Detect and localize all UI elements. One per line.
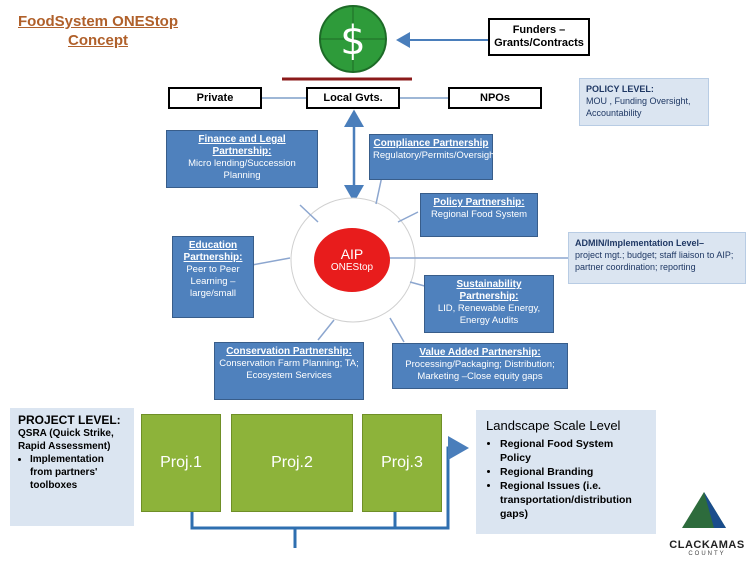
page-title: FoodSystem ONEStop Concept [18,13,179,49]
svg-text:$: $ [340,18,365,64]
sustainability-partnership-box: Sustainability Partnership:LID, Renewabl… [424,275,554,333]
landscape-item: Regional Issues (i.e. transportation/dis… [500,479,646,521]
landscape-item: Regional Branding [500,465,646,479]
project-box-2: Proj.2 [231,414,353,512]
funders-box: Funders –Grants/Contracts [488,18,590,56]
local-gvts-box: Local Gvts. [306,87,400,109]
project-box-1: Proj.1 [141,414,221,512]
project-box-3: Proj.3 [362,414,442,512]
conservation-partnership-box: Conservation Partnership:Conservation Fa… [214,342,364,400]
landscape-level-box: Landscape Scale Level Regional Food Syst… [476,410,656,534]
npos-box: NPOs [448,87,542,109]
clackamas-logo-icon: CLACKAMAS COUNTY [668,488,746,558]
education-partnership-box: Education Partnership:Peer to Peer Learn… [172,236,254,318]
dollar-icon: $ [315,4,391,74]
policy-level-box: POLICY LEVEL:MOU , Funding Oversight, Ac… [579,78,709,126]
private-box: Private [168,87,262,109]
project-level-box: PROJECT LEVEL: QSRA (Quick Strike, Rapid… [10,408,134,526]
admin-level-box: ADMIN/Implementation Level–project mgt.;… [568,232,746,284]
landscape-item: Regional Food System Policy [500,437,646,465]
policy-partnership-box: Policy Partnership:Regional Food System [420,193,538,237]
value-added-partnership-box: Value Added Partnership:Processing/Packa… [392,343,568,389]
finance-partnership-box: Finance and Legal Partnership:Micro lend… [166,130,318,188]
aip-onestop-circle: AIP ONEStop [314,228,390,292]
